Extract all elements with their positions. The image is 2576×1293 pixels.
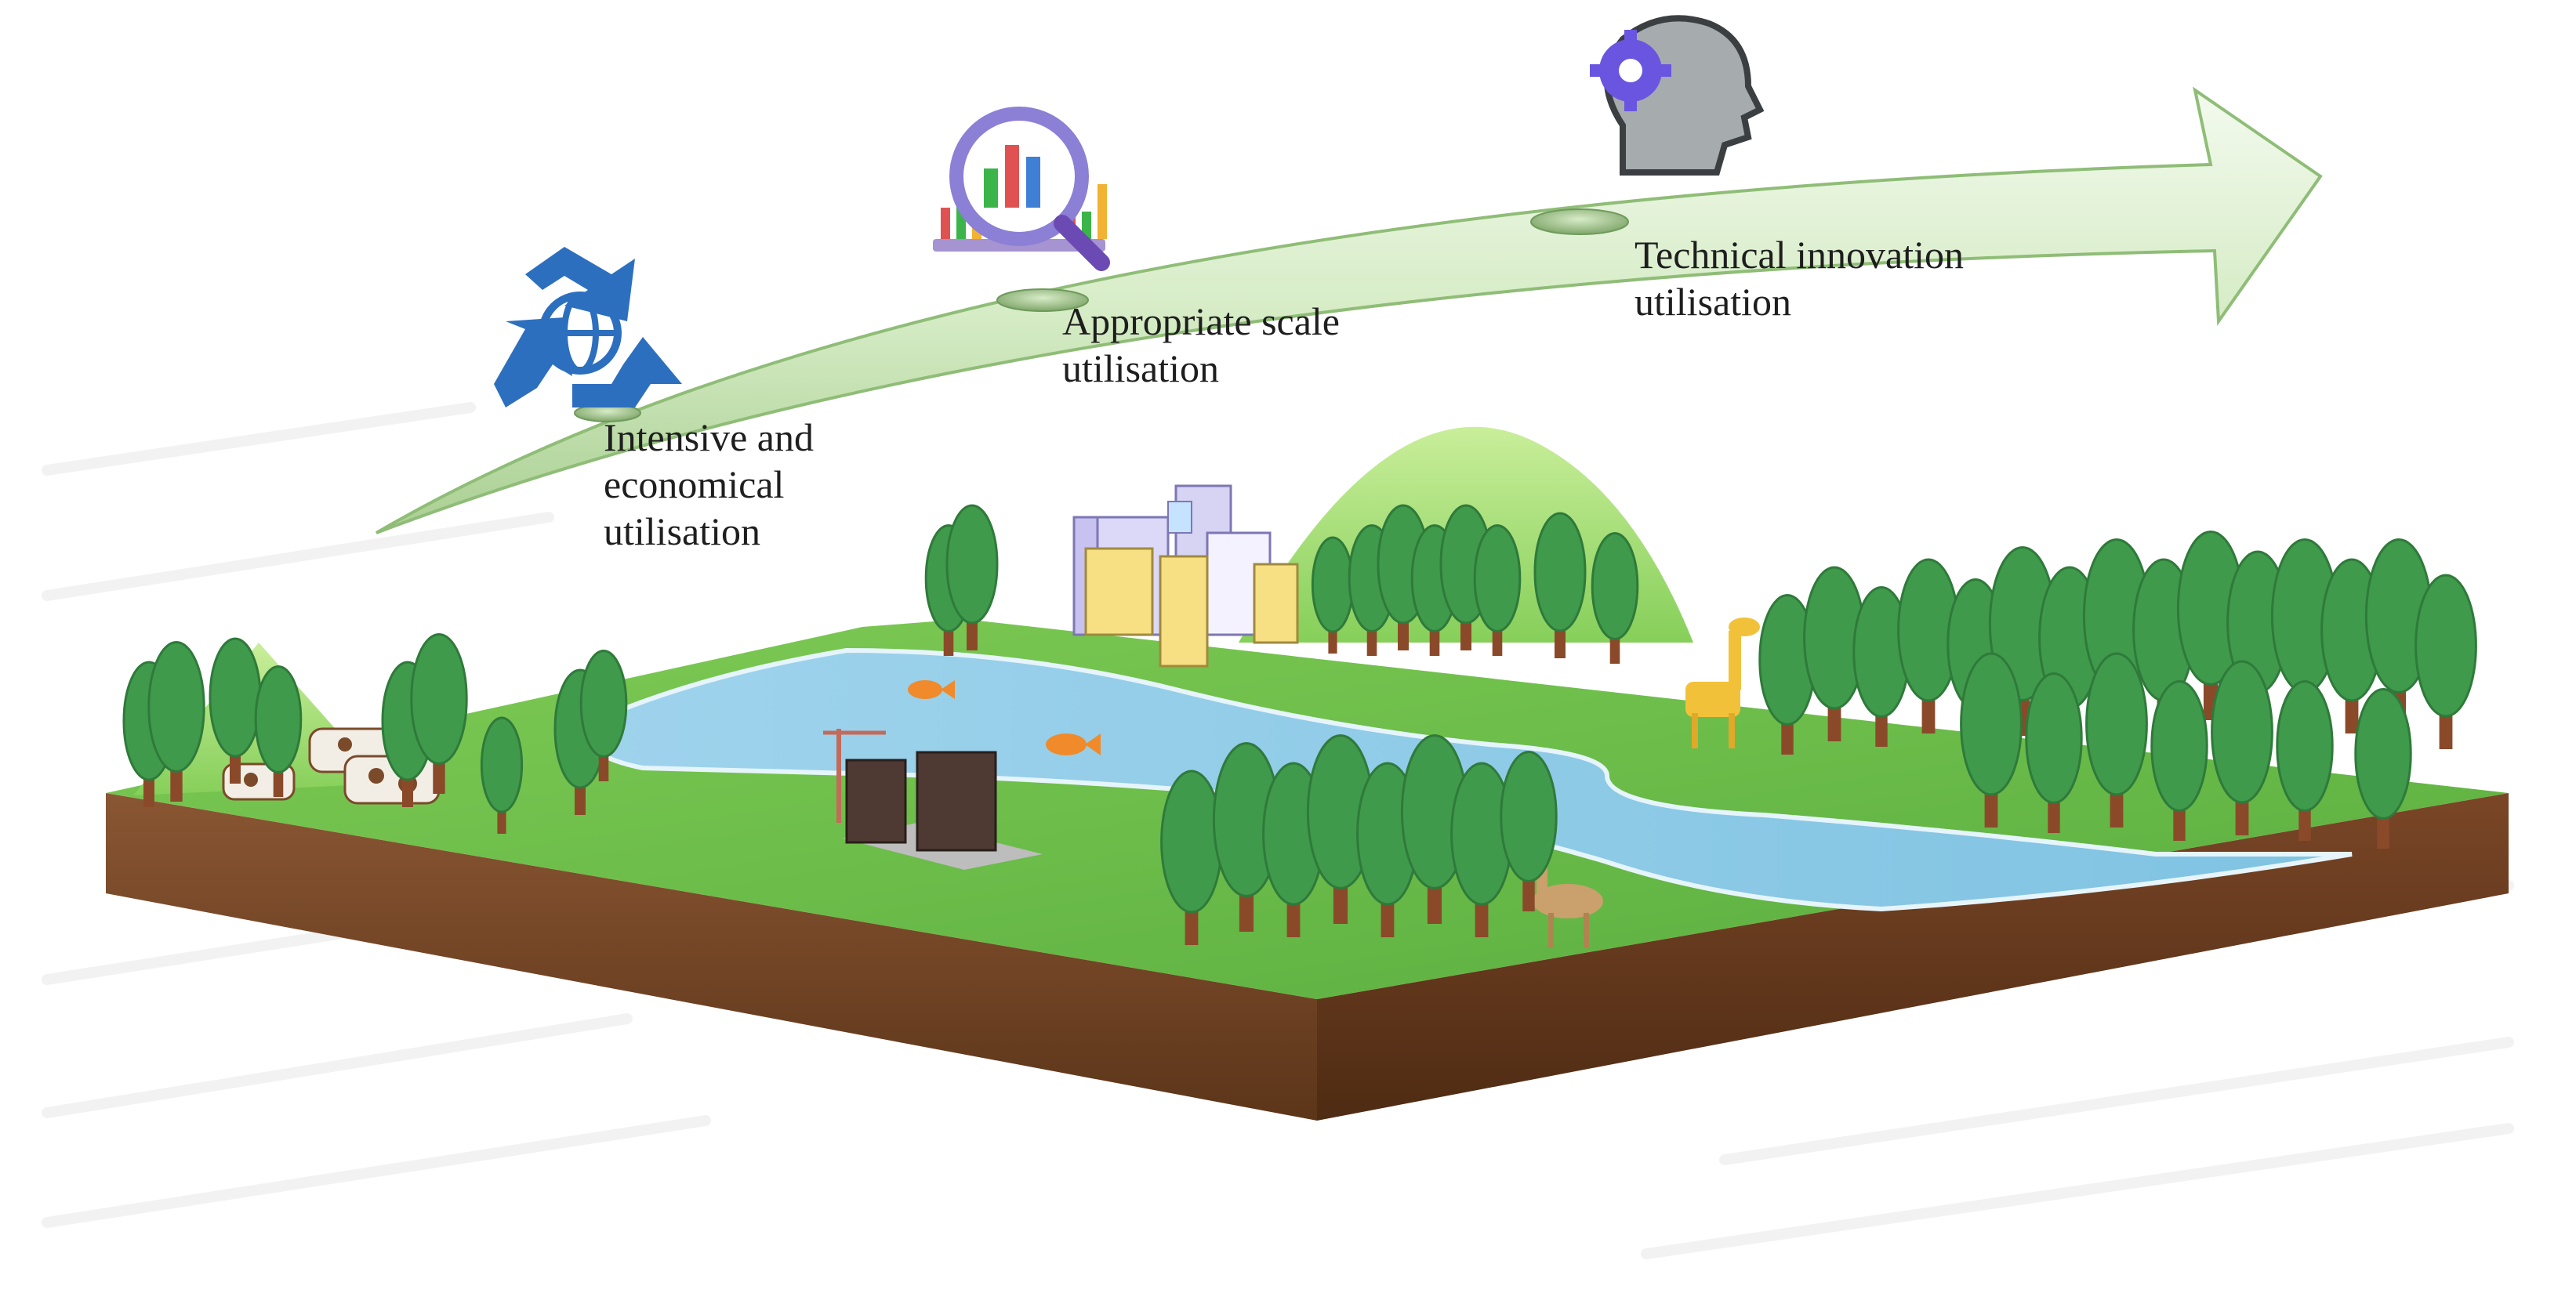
head-gear-icon — [1590, 15, 1765, 176]
soil-front-left — [106, 793, 1317, 1121]
tree — [2354, 688, 2412, 849]
recycle-globe-icon — [494, 247, 682, 407]
brick-buildings — [823, 729, 1043, 870]
tree — [2276, 680, 2334, 841]
tree — [1500, 751, 1558, 911]
giraffe — [1685, 618, 1760, 748]
stage-label-innovation: Technical innovation utilisation — [1634, 231, 1964, 325]
stage-label-line: Appropriate scale — [1062, 299, 1341, 343]
tree — [2150, 680, 2208, 841]
tree — [147, 641, 205, 802]
city-buildings — [1072, 484, 1299, 668]
stage-label-intensive: Intensive and economical utilisation — [604, 414, 814, 555]
tree — [254, 665, 303, 797]
forest-trees — [122, 504, 2477, 945]
tree — [579, 650, 628, 781]
stage-label-line: Technical innovation — [1634, 233, 1964, 277]
tree — [1852, 586, 1910, 747]
tree — [480, 716, 524, 834]
tree — [2025, 672, 2083, 833]
tree — [2085, 652, 2148, 828]
fish-icon — [908, 680, 1101, 755]
stage-marker-2 — [996, 288, 1089, 312]
tree — [410, 633, 468, 794]
tree — [1897, 558, 1960, 733]
tree — [209, 637, 262, 784]
tree — [1758, 594, 1816, 755]
tree — [2211, 660, 2273, 835]
tree — [1212, 742, 1281, 932]
stage-label-line: utilisation — [1062, 346, 1219, 390]
stage-label-line: Intensive and — [604, 415, 814, 459]
stage-label-line: utilisation — [604, 509, 760, 553]
tree — [1960, 652, 2023, 828]
tree — [1400, 734, 1469, 924]
stage-label-line: utilisation — [1634, 280, 1791, 324]
tree — [1533, 512, 1587, 658]
stage-label-scale: Appropriate scale utilisation — [1062, 298, 1340, 392]
tree — [945, 504, 999, 650]
stage-marker-3 — [1530, 208, 1629, 235]
stage-label-line: economical — [604, 462, 785, 506]
background-streaks — [42, 402, 2514, 1259]
tree — [1450, 762, 1513, 937]
tree — [1306, 734, 1375, 924]
tree — [1591, 532, 1639, 664]
magnifier-bar-chart-icon — [933, 107, 1110, 271]
growth-arrow — [375, 86, 2323, 534]
tree — [1473, 524, 1522, 656]
tree — [2415, 574, 2477, 749]
